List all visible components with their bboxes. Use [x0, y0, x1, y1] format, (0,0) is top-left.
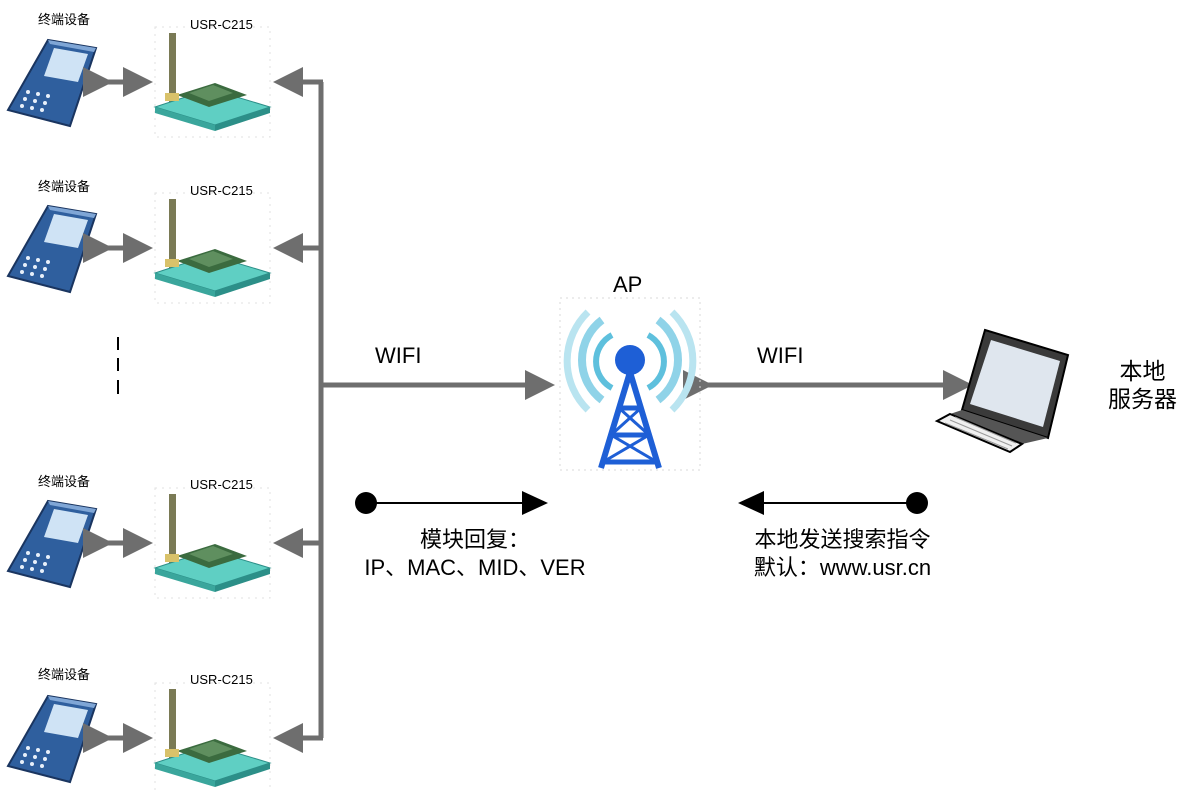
- reply-note-line2: IP、MAC、MID、VER: [364, 555, 586, 580]
- module-label: USR-C215: [190, 672, 253, 687]
- ap-label: AP: [613, 272, 643, 297]
- bus-branches: [273, 67, 323, 753]
- device-label: 终端设备: [38, 474, 91, 489]
- module-label: USR-C215: [190, 477, 253, 492]
- server-label-line2: 服务器: [1108, 386, 1177, 412]
- search-note: 本地发送搜索指令 默认：www.usr.cn: [730, 526, 955, 582]
- wifi-label-left: WIFI: [375, 343, 422, 368]
- handheld-icon: [6, 38, 98, 128]
- laptop-icon: [934, 328, 1070, 454]
- device-label: 终端设备: [38, 667, 91, 682]
- device-label: 终端设备: [38, 179, 91, 194]
- ap-tower-icon: [559, 297, 701, 471]
- handheld-icon: [6, 204, 98, 294]
- device-label: 终端设备: [38, 12, 91, 27]
- module-board-icon: [153, 26, 272, 138]
- module-board-icon: [153, 192, 272, 304]
- handheld-devices: [6, 38, 98, 784]
- search-note-line1: 本地发送搜索指令: [754, 527, 931, 552]
- module-label: USR-C215: [190, 183, 253, 198]
- search-arrow: [738, 491, 928, 515]
- server-label-line1: 本地: [1119, 358, 1166, 384]
- server-label: 本地 服务器: [1108, 357, 1177, 413]
- reply-note: 模块回复： IP、MAC、MID、VER: [340, 526, 610, 582]
- search-note-line2: 默认：www.usr.cn: [753, 555, 932, 580]
- wifi-modules: [153, 26, 272, 792]
- module-label: USR-C215: [190, 17, 253, 32]
- handheld-icon: [6, 694, 98, 784]
- module-board-icon: [153, 682, 272, 792]
- reply-note-line1: 模块回复：: [419, 527, 530, 552]
- reply-arrow: [355, 491, 548, 515]
- module-board-icon: [153, 487, 272, 599]
- wifi-label-right: WIFI: [757, 343, 804, 368]
- device-module-links: [83, 67, 153, 753]
- handheld-icon: [6, 499, 98, 589]
